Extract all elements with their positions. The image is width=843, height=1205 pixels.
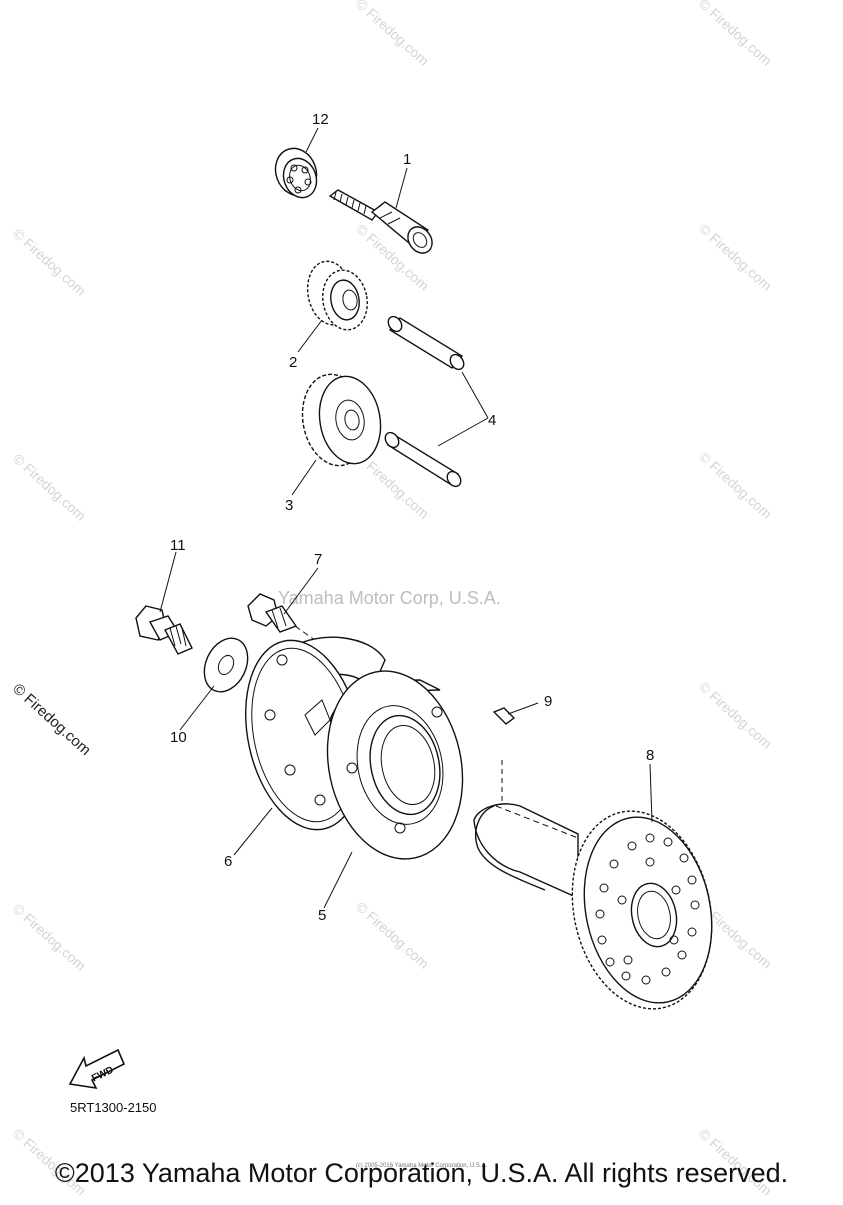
watermark: © Firedog.com: [10, 225, 89, 298]
gear-2: [306, 260, 368, 331]
gear-3: [301, 373, 382, 467]
watermark-layer: © Firedog.com © Firedog.com © Firedog.co…: [9, 0, 775, 1199]
pins-4: [384, 315, 465, 488]
gear-8-holes: [595, 833, 700, 985]
part-label-10: 10: [170, 729, 187, 746]
diagram-code: 5RT1300-2150: [70, 1100, 157, 1115]
fwd-arrow-icon: FWD: [68, 1048, 126, 1090]
watermark: © Firedog.com: [696, 678, 775, 751]
part-label-6: 6: [224, 853, 232, 870]
part-label-2: 2: [289, 354, 297, 371]
bearing-12: [274, 147, 318, 199]
part-label-1: 1: [403, 151, 411, 168]
watermark: © Firedog.com: [696, 220, 775, 293]
part-label-8: 8: [646, 747, 654, 764]
part-label-11: 11: [170, 537, 186, 554]
part-label-3: 3: [285, 497, 293, 514]
part-label-5: 5: [318, 907, 326, 924]
fine-print: (c) 2005-2016 Yamaha Motor Corporation, …: [355, 1163, 488, 1169]
crankshaft-end: [473, 803, 579, 900]
watermark: © Firedog.com: [353, 0, 432, 69]
part-label-9: 9: [544, 693, 552, 710]
watermark-dark: © Firedog.com: [9, 680, 94, 759]
center-watermark: Yamaha Motor Corp, U.S.A.: [278, 588, 501, 608]
part-labels: 12 1 2 4 3 7 11 10 9 8 6 5: [170, 111, 654, 924]
leader-lines: [159, 127, 653, 909]
copyright-notice: ©2013 Yamaha Motor Corporation, U.S.A. A…: [54, 1158, 789, 1188]
bolt-7: [247, 593, 361, 673]
watermark: © Firedog.com: [696, 0, 775, 69]
key-9: [492, 707, 516, 810]
part-label-7: 7: [314, 551, 322, 568]
watermark: © Firedog.com: [353, 898, 432, 971]
gear-8: [571, 810, 713, 1010]
part-label-4: 4: [488, 412, 496, 429]
watermark: © Firedog.com: [10, 450, 89, 523]
watermark: © Firedog.com: [10, 900, 89, 973]
watermark: © Firedog.com: [696, 448, 775, 521]
bolt-11: [135, 605, 193, 655]
washer-10: [203, 637, 249, 693]
shaft-1: [328, 189, 433, 254]
clutch-5: [326, 670, 464, 860]
part-label-12: 12: [312, 111, 329, 128]
